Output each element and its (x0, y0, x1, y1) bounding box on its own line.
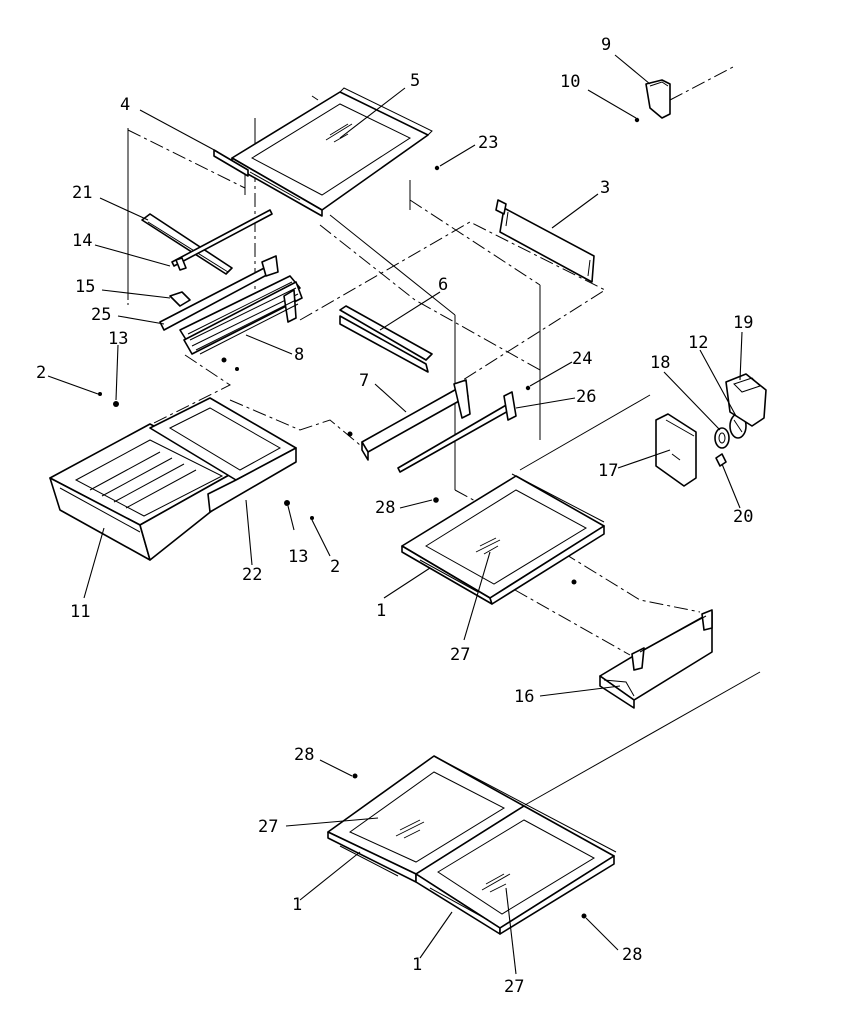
glass-shelf-part-5 (231, 87, 433, 217)
callout-10: 10 (560, 72, 580, 92)
glass-shelf-part-1-middle (401, 473, 605, 605)
callout-18: 18 (650, 353, 670, 373)
callout-1-bottom-right: 1 (412, 955, 422, 975)
callout-13-bottom: 13 (288, 547, 308, 567)
callout-13-top: 13 (108, 329, 128, 349)
callout-7: 7 (359, 371, 369, 391)
callout-22: 22 (242, 565, 262, 585)
callout-1-middle: 1 (376, 601, 386, 621)
callout-28-bottom-top: 28 (294, 745, 314, 765)
deli-drawer-part-16 (599, 609, 713, 709)
callout-leader-lines (47, 54, 743, 975)
screw-part-10 (634, 117, 640, 123)
callout-2-left: 2 (36, 363, 46, 383)
rail-part-21 (141, 213, 233, 275)
callout-6: 6 (438, 275, 448, 295)
control-module-part-19 (725, 373, 767, 427)
shelf-support-part-26 (397, 391, 517, 473)
callout-25: 25 (91, 305, 111, 325)
rear-bracket-part-3 (495, 199, 595, 283)
control-housing-part-17 (655, 413, 697, 487)
callout-24: 24 (572, 349, 592, 369)
callout-labels: 9 10 5 4 23 21 3 14 15 25 6 13 8 19 12 1… (36, 35, 753, 997)
callout-5: 5 (410, 71, 420, 91)
callout-2-bottom: 2 (330, 557, 340, 577)
rod-part-14 (171, 209, 273, 271)
callout-19: 19 (733, 313, 753, 333)
crisper-cover-part-8 (195, 299, 299, 371)
glass-shelf-part-1-bottom-right (352, 755, 617, 935)
callout-26: 26 (576, 387, 596, 407)
callout-27-bottom-left: 27 (258, 817, 278, 837)
callout-20: 20 (733, 507, 753, 527)
callout-11: 11 (70, 602, 90, 622)
callout-3: 3 (600, 178, 610, 198)
callout-14: 14 (72, 231, 92, 251)
callout-12: 12 (688, 333, 708, 353)
screw-part-2 (98, 392, 314, 520)
clip-part-20 (715, 453, 727, 467)
screw-part-13 (113, 401, 290, 506)
end-cap-part-9 (645, 79, 671, 119)
callout-27-bottom-right: 27 (504, 977, 524, 997)
rail-part-6 (339, 305, 433, 373)
callout-27-middle: 27 (450, 645, 470, 665)
screw-part-24 (525, 385, 531, 391)
knob-part-18 (714, 427, 730, 449)
callout-9: 9 (601, 35, 611, 55)
callout-8: 8 (294, 345, 304, 365)
callout-16: 16 (514, 687, 534, 707)
callout-28-bottom-right: 28 (622, 945, 642, 965)
clip-part-15 (169, 291, 191, 307)
crisper-drawer-part-22 (149, 397, 297, 513)
callout-1-bottom-left: 1 (292, 895, 302, 915)
crisper-frame-part-25 (159, 255, 303, 355)
screw-part-28-a (347, 431, 439, 503)
shelf-rail-part-4 (213, 149, 249, 177)
callout-4: 4 (120, 95, 130, 115)
callout-28-middle: 28 (375, 498, 395, 518)
callout-21: 21 (72, 183, 92, 203)
shelf-support-part-7 (361, 379, 471, 461)
screw-part-23 (434, 165, 440, 171)
callout-17: 17 (598, 461, 618, 481)
callout-15: 15 (75, 277, 95, 297)
callout-23: 23 (478, 133, 498, 153)
glass-shelf-part-1-bottom-left (327, 755, 525, 883)
